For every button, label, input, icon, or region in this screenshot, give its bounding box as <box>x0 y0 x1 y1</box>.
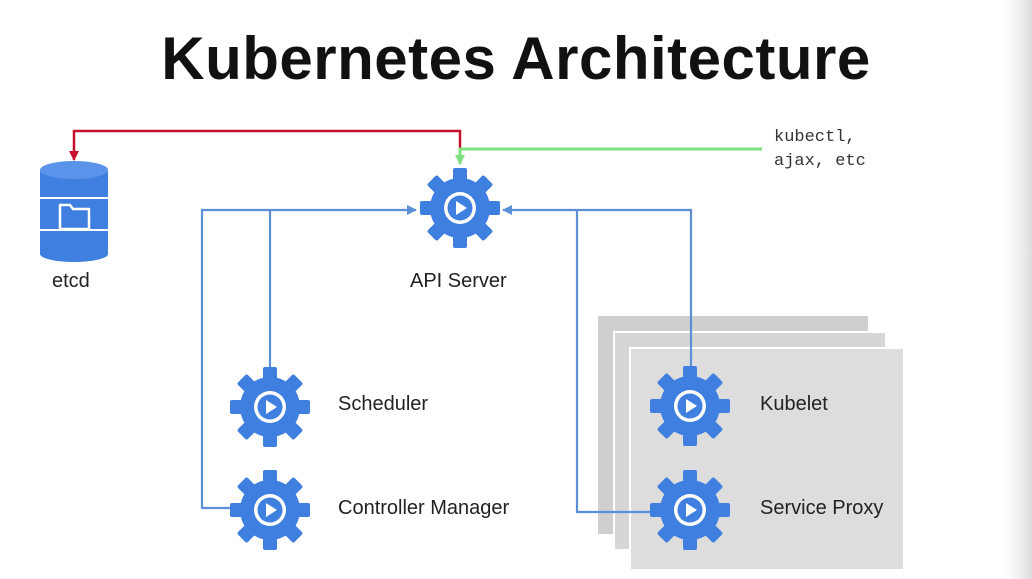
clients-label-line2: ajax, etc <box>774 152 866 171</box>
api-server-label: API Server <box>410 270 507 292</box>
kubelet-link <box>502 205 693 370</box>
database-folder-icon <box>40 161 108 262</box>
scheduler-label: Scheduler <box>338 393 429 415</box>
client-link-arrow <box>455 147 762 165</box>
api-server-gear-icon <box>420 168 500 248</box>
controller-manager-label: Controller Manager <box>338 497 510 519</box>
kubelet-gear-icon <box>650 366 730 446</box>
etcd-label: etcd <box>52 270 90 292</box>
etcd-link-arrow <box>69 129 462 161</box>
service-proxy-link <box>575 210 655 514</box>
controller-manager-link <box>200 205 417 510</box>
scheduler-gear-icon <box>230 367 310 447</box>
node-cards <box>598 316 905 571</box>
service-proxy-gear-icon <box>650 470 730 550</box>
controller-manager-gear-icon <box>230 470 310 550</box>
service-proxy-label: Service Proxy <box>760 497 884 519</box>
page-title: Kubernetes Architecture <box>161 25 871 92</box>
kubelet-label: Kubelet <box>760 393 828 415</box>
clients-label-line1: kubectl, <box>774 128 856 147</box>
